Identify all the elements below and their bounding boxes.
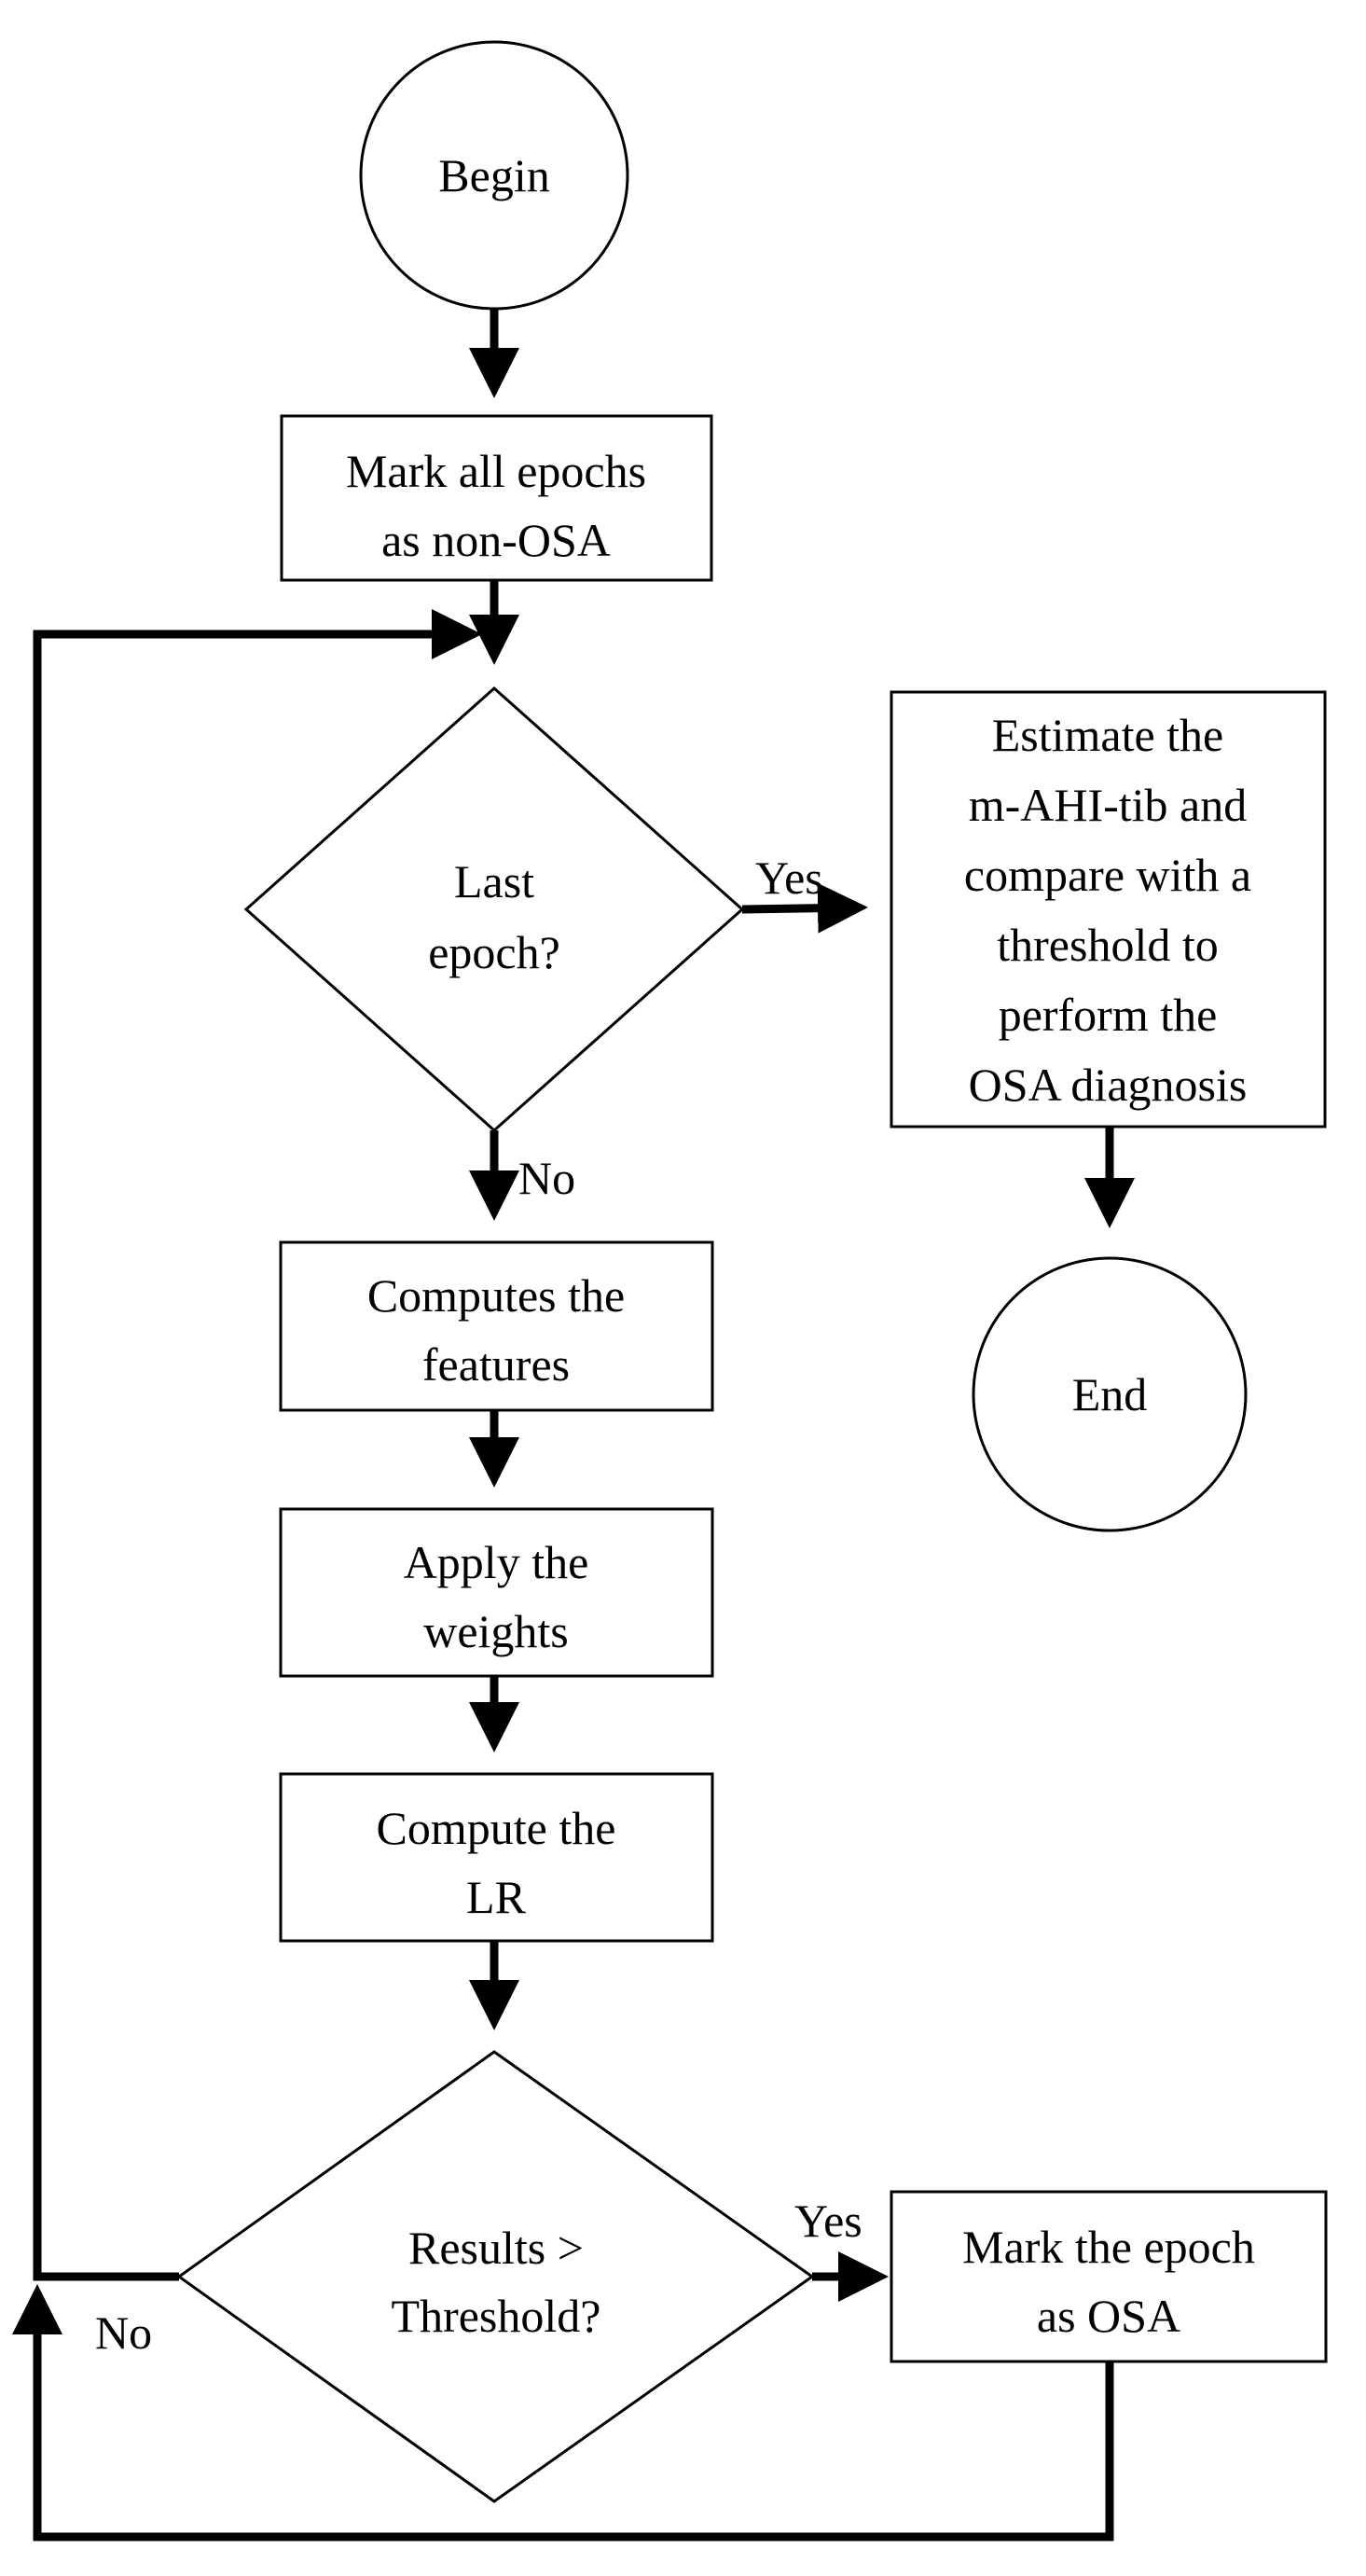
mark-all-epochs-box: Mark all epochs as non-OSA	[280, 414, 713, 582]
compute-features-label-line2: features	[422, 1338, 570, 1391]
estimate-label-line1: Estimate the	[992, 709, 1224, 761]
estimate-label-line2: m-AHI-tib and	[969, 779, 1248, 831]
estimate-label-line4: threshold to	[997, 919, 1218, 971]
compute-lr-box: Compute the LR	[279, 1772, 714, 1943]
mark-osa-box: Mark the epoch as OSA	[890, 2190, 1328, 2363]
loop-mark-osa-to-last-epoch	[11, 2284, 1114, 2541]
end-node: End	[972, 1256, 1248, 1532]
results-threshold-decision: Results > Threshold?	[176, 2050, 815, 2503]
estimate-diagnosis-box: Estimate the m-AHI-tib and compare with …	[890, 690, 1327, 1129]
estimate-label-line5: perform the	[999, 989, 1218, 1041]
last-epoch-label-line1: Last	[454, 855, 534, 907]
mark-all-label-line1: Mark all epochs	[346, 445, 646, 497]
last-epoch-label-line2: epoch?	[428, 926, 560, 978]
begin-label: Begin	[438, 149, 549, 201]
apply-weights-label-line1: Apply the	[404, 1536, 589, 1588]
arrow-last-epoch-yes-to-estimate	[741, 882, 868, 934]
compute-lr-label-line1: Compute the	[377, 1802, 616, 1854]
apply-weights-label-line2: weights	[423, 1605, 569, 1657]
connectors	[11, 310, 1135, 2541]
compute-features-box: Computes the features	[279, 1240, 714, 1412]
mark-all-label-line2: as non-OSA	[381, 514, 611, 566]
end-label: End	[1072, 1368, 1148, 1420]
mark-osa-label-line2: as OSA	[1037, 2290, 1180, 2342]
results-no-label: No	[95, 2306, 152, 2359]
results-label-line1: Results >	[408, 2222, 584, 2274]
last-epoch-decision: Last epoch?	[243, 686, 745, 1133]
estimate-label-line6: OSA diagnosis	[969, 1059, 1248, 1111]
compute-lr-label-line2: LR	[466, 1871, 527, 1923]
loop-results-no-to-last-epoch	[33, 609, 482, 2281]
results-yes-label: Yes	[794, 2195, 862, 2247]
compute-features-label-line1: Computes the	[367, 1269, 625, 1322]
apply-weights-box: Apply the weights	[279, 1507, 714, 1678]
mark-osa-label-line1: Mark the epoch	[962, 2221, 1255, 2273]
estimate-label-line3: compare with a	[964, 849, 1251, 901]
last-epoch-no-label: No	[518, 1152, 575, 1204]
begin-node: Begin	[359, 40, 629, 311]
last-epoch-yes-label: Yes	[755, 852, 823, 904]
results-label-line2: Threshold?	[392, 2290, 601, 2342]
